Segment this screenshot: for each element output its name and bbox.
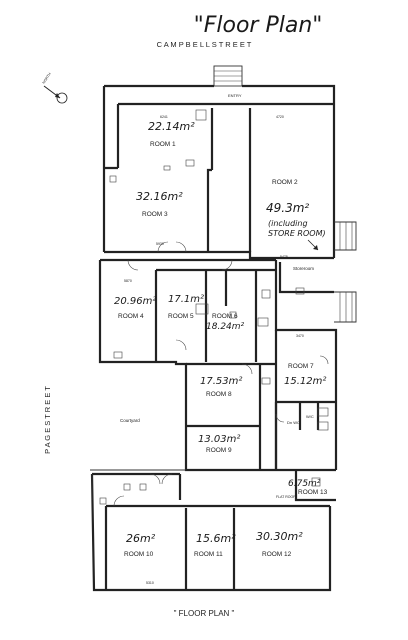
flat-roof-label: FLAT ROOF xyxy=(276,495,295,499)
room-13-area: 6.75m² xyxy=(288,479,321,489)
dimension-room7: 3470 xyxy=(296,334,304,338)
room-12-name: ROOM 12 xyxy=(262,551,292,558)
room-8-area: 17.53m² xyxy=(200,376,242,387)
room-9-name: ROOM 9 xyxy=(206,447,232,454)
north-label: NORTH xyxy=(42,72,53,85)
room-2-area: 49.3m² xyxy=(266,201,309,215)
dimension-room4: 5870 xyxy=(124,279,132,283)
entry-steps xyxy=(213,65,243,87)
dimension-room1: 6241 xyxy=(160,115,168,119)
room-4-area: 20.96m² xyxy=(114,296,156,307)
page-street-label: P A G E S T R E E T xyxy=(43,386,52,454)
room-7-name: ROOM 7 xyxy=(288,363,314,370)
room-3-name: ROOM 3 xyxy=(142,211,168,218)
room-1-name: ROOM 1 xyxy=(150,141,176,148)
room-6-area: 18.24m² xyxy=(206,322,245,332)
room-11-area: 15.6m² xyxy=(196,532,236,545)
room-13-name: ROOM 13 xyxy=(298,489,328,496)
dimension-room6: 5475 xyxy=(280,255,288,259)
room-5-area: 17.1m² xyxy=(168,294,204,305)
room-names: ROOM 1 ROOM 2 ROOM 3 ROOM 4 ROOM 5 ROOM … xyxy=(118,141,328,558)
room-4-name: ROOM 4 xyxy=(118,313,144,320)
wc-label: W/C xyxy=(306,414,314,419)
door-swings xyxy=(113,241,329,507)
room-5-name: ROOM 5 xyxy=(168,313,194,320)
side-stairs xyxy=(334,221,357,323)
room-6-name: ROOM 6 xyxy=(212,313,238,320)
handwritten-areas: 22.14m² 49.3m² 32.16m² 20.96m² 17.1m² 18… xyxy=(114,120,326,545)
arrowhead-icon xyxy=(313,245,318,250)
room-11-name: ROOM 11 xyxy=(194,551,223,558)
room-12-area: 30.30m² xyxy=(256,530,303,543)
storeroom-label: Storeroom xyxy=(293,266,314,271)
campbell-street-label: C A M P B E L L S T R E E T xyxy=(157,40,252,49)
room-10-area: 26m² xyxy=(126,532,156,545)
dimension-room2: 4720 xyxy=(276,115,284,119)
entry-label: ENTRY xyxy=(228,93,242,98)
room-8-name: ROOM 8 xyxy=(206,391,232,398)
dimensions: 6241 4720 5930 5870 5475 3470 5310 xyxy=(124,115,304,585)
handwritten-title: "Floor Plan" xyxy=(194,13,323,38)
floor-plan-footer: " FLOOR PLAN " xyxy=(174,609,235,618)
room-3-area: 32.16m² xyxy=(136,190,183,203)
room-7-area: 15.12m² xyxy=(284,376,326,387)
dimension-room3: 5930 xyxy=(156,242,164,246)
room-9-area: 13.03m² xyxy=(198,434,240,445)
north-arrow-icon: NORTH xyxy=(42,72,68,104)
room-2-name: ROOM 2 xyxy=(272,179,298,186)
room-1-area: 22.14m² xyxy=(148,120,195,133)
dn-wc-label: Dn WC xyxy=(287,420,300,425)
courtyard-label: Courtyard xyxy=(120,418,140,423)
walls xyxy=(90,84,338,592)
room-10-name: ROOM 10 xyxy=(124,551,154,558)
dimension-room10: 5310 xyxy=(146,581,154,585)
fixtures xyxy=(99,109,329,505)
